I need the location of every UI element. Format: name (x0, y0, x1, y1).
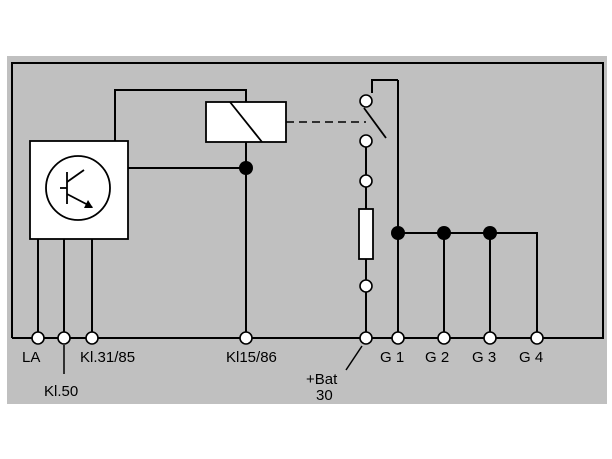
terminal-kl50 (57, 331, 71, 345)
label-kl31-85: Kl.31/85 (80, 349, 135, 366)
label-g2: G 2 (425, 349, 449, 366)
label-bat-30: 30 (316, 387, 333, 404)
leader-bat (345, 345, 363, 371)
junction-node (483, 226, 497, 240)
terminal-kl15-86 (239, 331, 253, 345)
terminal-la (31, 331, 45, 345)
junction-node (239, 161, 253, 175)
label-g3: G 3 (472, 349, 496, 366)
terminal-mid-1 (359, 174, 373, 188)
terminal-g2 (437, 331, 451, 345)
wire-module-relay (114, 89, 247, 141)
label-bat: +Bat (306, 371, 338, 388)
label-g4: G 4 (519, 349, 543, 366)
terminal-g4 (530, 331, 544, 345)
terminal-kl31-85 (85, 331, 99, 345)
fuse-icon (358, 208, 374, 260)
label-kl15-86: Kl15/86 (226, 349, 277, 366)
terminal-g1 (391, 331, 405, 345)
relay-coil-icon (205, 101, 287, 143)
label-la: LA (22, 349, 40, 366)
terminal-mid-2 (359, 279, 373, 293)
label-g1: G 1 (380, 349, 404, 366)
terminal-bat (359, 331, 373, 345)
transistor-icon (45, 155, 111, 221)
junction-node (391, 226, 405, 240)
frame-wire (11, 62, 604, 339)
terminal-g3 (483, 331, 497, 345)
junction-node (437, 226, 451, 240)
label-kl50: Kl.50 (44, 383, 78, 400)
